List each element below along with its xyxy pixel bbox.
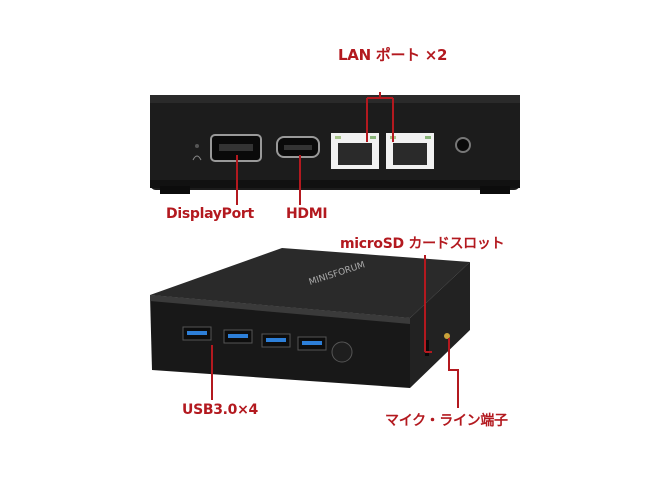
power-button <box>331 341 353 363</box>
audio-jack <box>444 333 450 339</box>
microsd-slot <box>425 340 429 356</box>
power-jack <box>455 137 471 153</box>
lan-port-label: LAN ポート ×2 <box>338 46 448 64</box>
audio-icon <box>195 144 199 148</box>
usb-label: USB3.0×4 <box>182 402 258 418</box>
callout-lines <box>211 92 459 408</box>
rear-view-device <box>150 95 520 194</box>
front-view-device: MINISFORUM <box>150 248 470 388</box>
displayport-label: DisplayPort <box>166 206 254 222</box>
audio-jack-label: マイク・ライン端子 <box>385 413 508 429</box>
hdmi-label: HDMI <box>286 206 328 222</box>
microsd-label: microSD カードスロット <box>340 236 505 252</box>
